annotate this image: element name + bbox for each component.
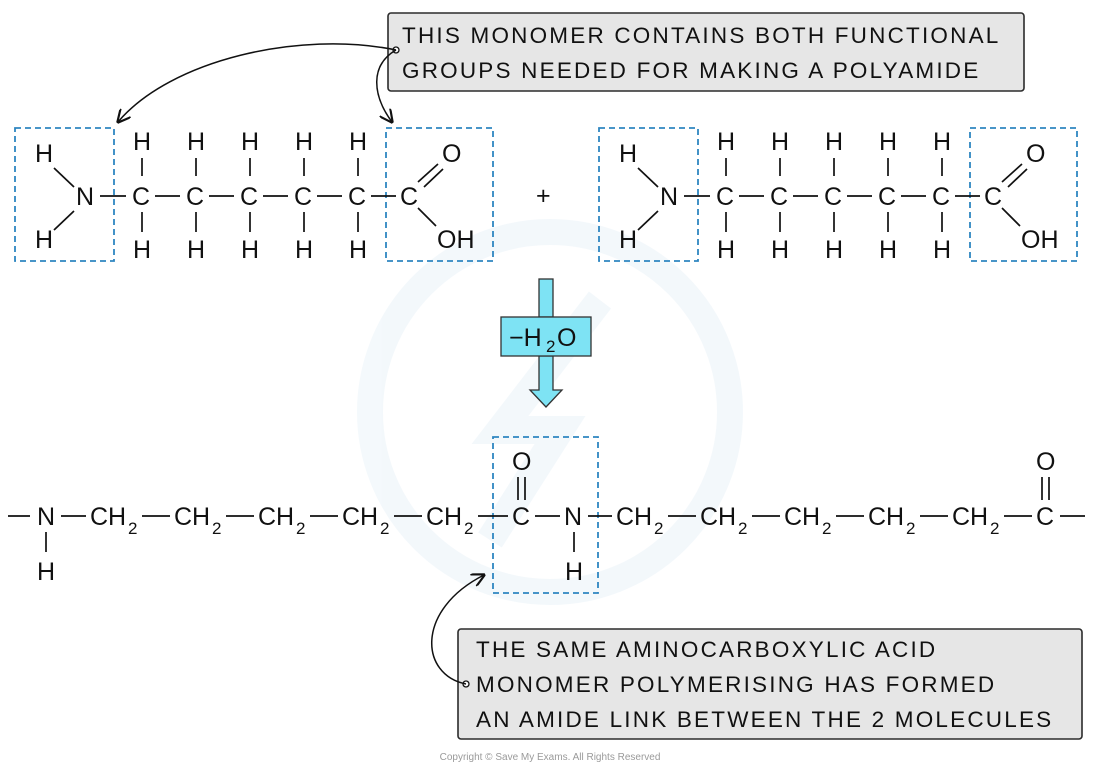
callout-bottom-line3: AN AMIDE LINK BETWEEN THE 2 MOLECULES <box>476 707 1053 732</box>
svg-text:C: C <box>878 183 896 211</box>
svg-text:O: O <box>1026 140 1045 168</box>
svg-text:H: H <box>717 236 735 264</box>
svg-text:H: H <box>187 128 205 156</box>
monomer-1: H H N C C C C C H H H H H H <box>14 127 494 264</box>
atom-O: O <box>442 140 461 168</box>
callout-arrow-to-amine <box>118 43 397 122</box>
carbon-chain: C C C C C H H H H H H H H H H <box>132 128 396 264</box>
svg-text:2: 2 <box>906 519 915 538</box>
amine-group-box <box>14 127 115 262</box>
svg-text:O: O <box>1036 448 1055 476</box>
copyright-text: Copyright © Save My Exams. All Rights Re… <box>440 752 661 763</box>
callout-top: THIS MONOMER CONTAINS BOTH FUNCTIONAL GR… <box>387 12 1025 92</box>
callout-arrow-to-carboxyl <box>376 49 397 122</box>
amide-carbon: C <box>512 503 530 531</box>
svg-text:2: 2 <box>738 519 747 538</box>
svg-text:H: H <box>565 558 583 586</box>
svg-text:H: H <box>241 236 259 264</box>
svg-text:C: C <box>186 183 204 211</box>
svg-text:H: H <box>295 236 313 264</box>
svg-text:CH: CH <box>174 503 210 531</box>
svg-text:H: H <box>879 128 897 156</box>
svg-text:2: 2 <box>212 519 221 538</box>
svg-text:H: H <box>619 226 637 254</box>
plus-sign: + <box>536 182 551 210</box>
monomer-2: H H N C C C C C H H H H H H <box>598 127 1078 264</box>
svg-text:CH: CH <box>784 503 820 531</box>
svg-text:C: C <box>824 183 842 211</box>
reaction-arrow: −H 2 O <box>500 278 592 408</box>
svg-text:C: C <box>240 183 258 211</box>
atom-C-carboxyl: C <box>400 183 418 211</box>
svg-text:C: C <box>770 183 788 211</box>
svg-text:2: 2 <box>546 337 555 356</box>
atom-OH: OH <box>437 226 475 254</box>
svg-text:H: H <box>771 128 789 156</box>
svg-text:H: H <box>133 128 151 156</box>
svg-text:CH: CH <box>90 503 126 531</box>
amide-link-box <box>492 436 599 594</box>
callout-bottom-line2: MONOMER POLYMERISING HAS FORMED <box>476 672 996 697</box>
svg-text:H: H <box>349 236 367 264</box>
svg-text:2: 2 <box>654 519 663 538</box>
svg-text:C: C <box>132 183 150 211</box>
svg-text:OH: OH <box>1021 226 1059 254</box>
amide-nitrogen: N <box>564 503 582 531</box>
svg-text:H: H <box>771 236 789 264</box>
atom-H: H <box>35 226 53 254</box>
amine-group-box <box>598 127 699 262</box>
svg-text:2: 2 <box>990 519 999 538</box>
svg-text:H: H <box>37 558 55 586</box>
water-removed-label: −H <box>509 324 542 352</box>
amide-oxygen: O <box>512 448 531 476</box>
svg-text:H: H <box>187 236 205 264</box>
svg-text:H: H <box>133 236 151 264</box>
svg-text:2: 2 <box>128 519 137 538</box>
svg-text:CH: CH <box>258 503 294 531</box>
svg-text:H: H <box>619 140 637 168</box>
svg-text:CH: CH <box>342 503 378 531</box>
svg-text:H: H <box>825 128 843 156</box>
svg-text:CH: CH <box>426 503 462 531</box>
svg-text:H: H <box>825 236 843 264</box>
svg-text:CH: CH <box>700 503 736 531</box>
atom-N: N <box>76 183 94 211</box>
svg-text:H: H <box>879 236 897 264</box>
svg-text:CH: CH <box>616 503 652 531</box>
svg-text:H: H <box>933 236 951 264</box>
svg-text:2: 2 <box>464 519 473 538</box>
carboxyl-group-box <box>969 127 1078 262</box>
carbon-chain: C C C C C H H H H H H H H H H <box>716 128 980 264</box>
svg-text:2: 2 <box>822 519 831 538</box>
svg-text:H: H <box>295 128 313 156</box>
svg-text:C: C <box>932 183 950 211</box>
svg-text:H: H <box>241 128 259 156</box>
callout-bottom: THE SAME AMINOCARBOXYLIC ACID MONOMER PO… <box>457 628 1083 740</box>
svg-text:2: 2 <box>380 519 389 538</box>
svg-text:N: N <box>37 503 55 531</box>
svg-text:C: C <box>348 183 366 211</box>
svg-text:CH: CH <box>952 503 988 531</box>
svg-text:H: H <box>717 128 735 156</box>
svg-text:N: N <box>660 183 678 211</box>
callout-top-line2: GROUPS NEEDED FOR MAKING A POLYAMIDE <box>402 58 980 83</box>
svg-text:C: C <box>984 183 1002 211</box>
carboxyl-group-box <box>385 127 494 262</box>
callout-top-line1: THIS MONOMER CONTAINS BOTH FUNCTIONAL <box>402 23 1001 48</box>
atom-H: H <box>35 140 53 168</box>
svg-text:H: H <box>349 128 367 156</box>
svg-text:C: C <box>716 183 734 211</box>
svg-text:H: H <box>933 128 951 156</box>
svg-text:CH: CH <box>868 503 904 531</box>
svg-text:O: O <box>557 324 576 352</box>
svg-text:2: 2 <box>296 519 305 538</box>
svg-text:C: C <box>1036 503 1054 531</box>
callout-arrow-to-amide <box>431 575 484 685</box>
callout-bottom-line1: THE SAME AMINOCARBOXYLIC ACID <box>476 637 937 662</box>
svg-text:C: C <box>294 183 312 211</box>
